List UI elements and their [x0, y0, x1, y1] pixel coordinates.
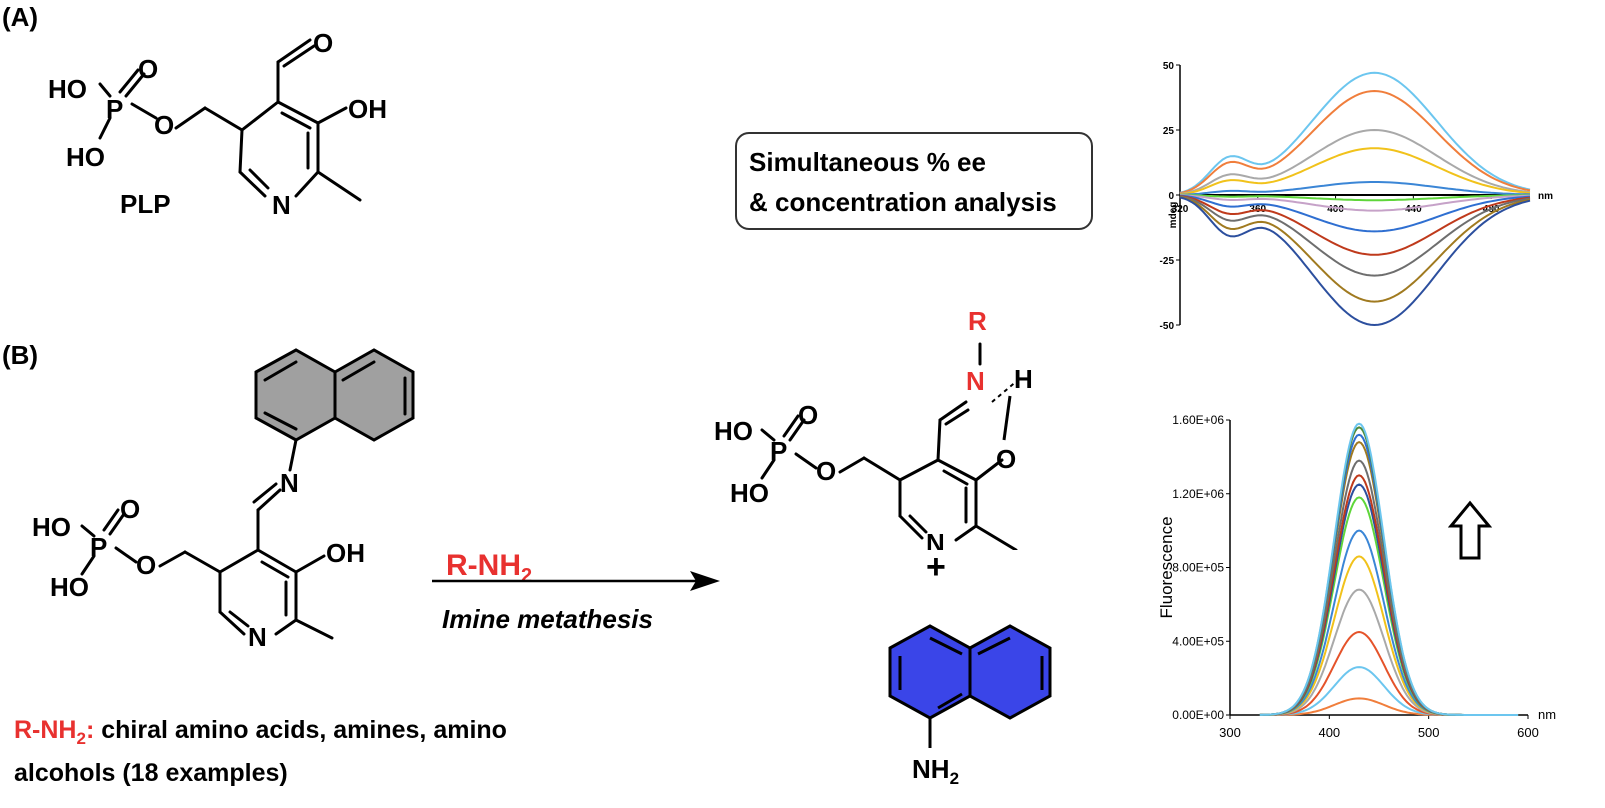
- cd-series-line: [1179, 128, 1531, 195]
- scope-note-line-2: alcohols (18 examples): [14, 759, 288, 787]
- x-tick-label: 600: [1517, 725, 1539, 740]
- atom-ho: HO: [714, 416, 753, 446]
- cd-series-line: [1179, 196, 1531, 303]
- atom-p: P: [770, 436, 787, 466]
- plp-structure: O OH N O P O HO HO PLP: [48, 28, 387, 220]
- y-tick-label: 8.00E+05: [1172, 561, 1224, 575]
- x-tick-label: 400: [1318, 725, 1340, 740]
- atom-o: O: [313, 28, 333, 58]
- atom-ho: HO: [66, 142, 105, 172]
- y-tick-label: 25: [1163, 126, 1175, 137]
- atom-h: H: [1014, 364, 1033, 394]
- atom-o: O: [136, 550, 156, 580]
- plp-label: PLP: [120, 189, 171, 219]
- fluorescence-series-line: [1259, 422, 1519, 716]
- reaction-condition: Imine metathesis: [442, 604, 653, 634]
- atom-o: O: [816, 456, 836, 486]
- scope-note: R-NH2: chiral amino acids, amines, amino…: [14, 713, 507, 791]
- naphthylamine-structure: NH2: [888, 624, 1052, 788]
- amine-label: NH2: [912, 754, 959, 788]
- atom-ho: HO: [730, 478, 769, 508]
- callout-line-1: Simultaneous % ee: [749, 147, 986, 177]
- panel-label-b: (B): [2, 340, 39, 370]
- callout-line-2: & concentration analysis: [749, 187, 1057, 217]
- atom-o: O: [120, 494, 140, 524]
- y-axis-label: mdeg: [1168, 202, 1179, 229]
- x-axis-label: nm: [1538, 191, 1553, 202]
- atom-p: P: [90, 532, 107, 562]
- atom-o: O: [154, 110, 174, 140]
- analysis-callout: Simultaneous % ee & concentration analys…: [735, 132, 1093, 230]
- plus-sign: +: [926, 548, 946, 586]
- cd-series-line: [1179, 195, 1531, 256]
- cd-series-line: [1179, 71, 1531, 194]
- atom-ho: HO: [50, 572, 89, 602]
- x-axis-label: nm: [1538, 707, 1556, 722]
- y-tick-label: 0.00E+00: [1172, 708, 1224, 722]
- cd-series-line: [1179, 181, 1531, 196]
- atom-n: N: [280, 468, 299, 498]
- atom-n: N: [926, 528, 945, 550]
- x-tick-label: 320: [1172, 204, 1189, 215]
- x-tick-label: 440: [1405, 204, 1422, 215]
- atom-oh: OH: [348, 94, 387, 124]
- atom-o: O: [996, 444, 1016, 474]
- cd-series-line: [1179, 147, 1531, 196]
- product-imine-structure: R N H O N O P O HO HO: [714, 306, 1033, 550]
- x-tick-label: 400: [1327, 204, 1344, 215]
- increase-arrow-icon: [1448, 500, 1492, 560]
- scope-note-line-1: R-NH2: chiral amino acids, amines, amino: [14, 716, 507, 748]
- atom-ho: HO: [32, 512, 71, 542]
- atom-oh: OH: [326, 538, 365, 568]
- atom-p: P: [106, 94, 123, 124]
- cd-series-line: [1179, 195, 1531, 277]
- reaction-arrow: [432, 571, 720, 591]
- cd-series-line: [1179, 194, 1531, 233]
- y-tick-label: 1.60E+06: [1172, 413, 1224, 427]
- panel-label-a: (A): [2, 2, 39, 32]
- y-tick-label: -25: [1160, 256, 1175, 267]
- atom-o: O: [138, 54, 158, 84]
- cd-series-line: [1179, 89, 1531, 195]
- fluorescence-spectrum-chart: 0.00E+00 4.00E+05 8.00E+05 1.20E+06 1.60E+06…: [1157, 413, 1556, 740]
- y-tick-label: 50: [1163, 61, 1175, 72]
- reagent-label: R-NH2: [446, 549, 533, 587]
- cd-series-line: [1179, 196, 1531, 327]
- atom-n: N: [248, 622, 267, 652]
- y-axis-label: Fluorescence: [1157, 516, 1176, 618]
- atom-o: O: [798, 400, 818, 430]
- naphthyl-imine-plp-structure: N OH N O P O HO HO: [32, 348, 415, 652]
- atom-r: R: [968, 306, 987, 336]
- y-tick-label: -50: [1160, 321, 1175, 332]
- y-tick-label: 0: [1168, 191, 1174, 202]
- y-tick-label: 4.00E+05: [1172, 634, 1224, 648]
- y-tick-label: 1.20E+06: [1172, 487, 1224, 501]
- x-tick-label: 300: [1219, 725, 1241, 740]
- cd-series-line: [1179, 194, 1531, 212]
- atom-n-red: N: [966, 366, 985, 396]
- cd-series-line: [1180, 194, 1531, 202]
- atom-n: N: [272, 190, 291, 220]
- atom-ho: HO: [48, 74, 87, 104]
- x-tick-label: 500: [1418, 725, 1440, 740]
